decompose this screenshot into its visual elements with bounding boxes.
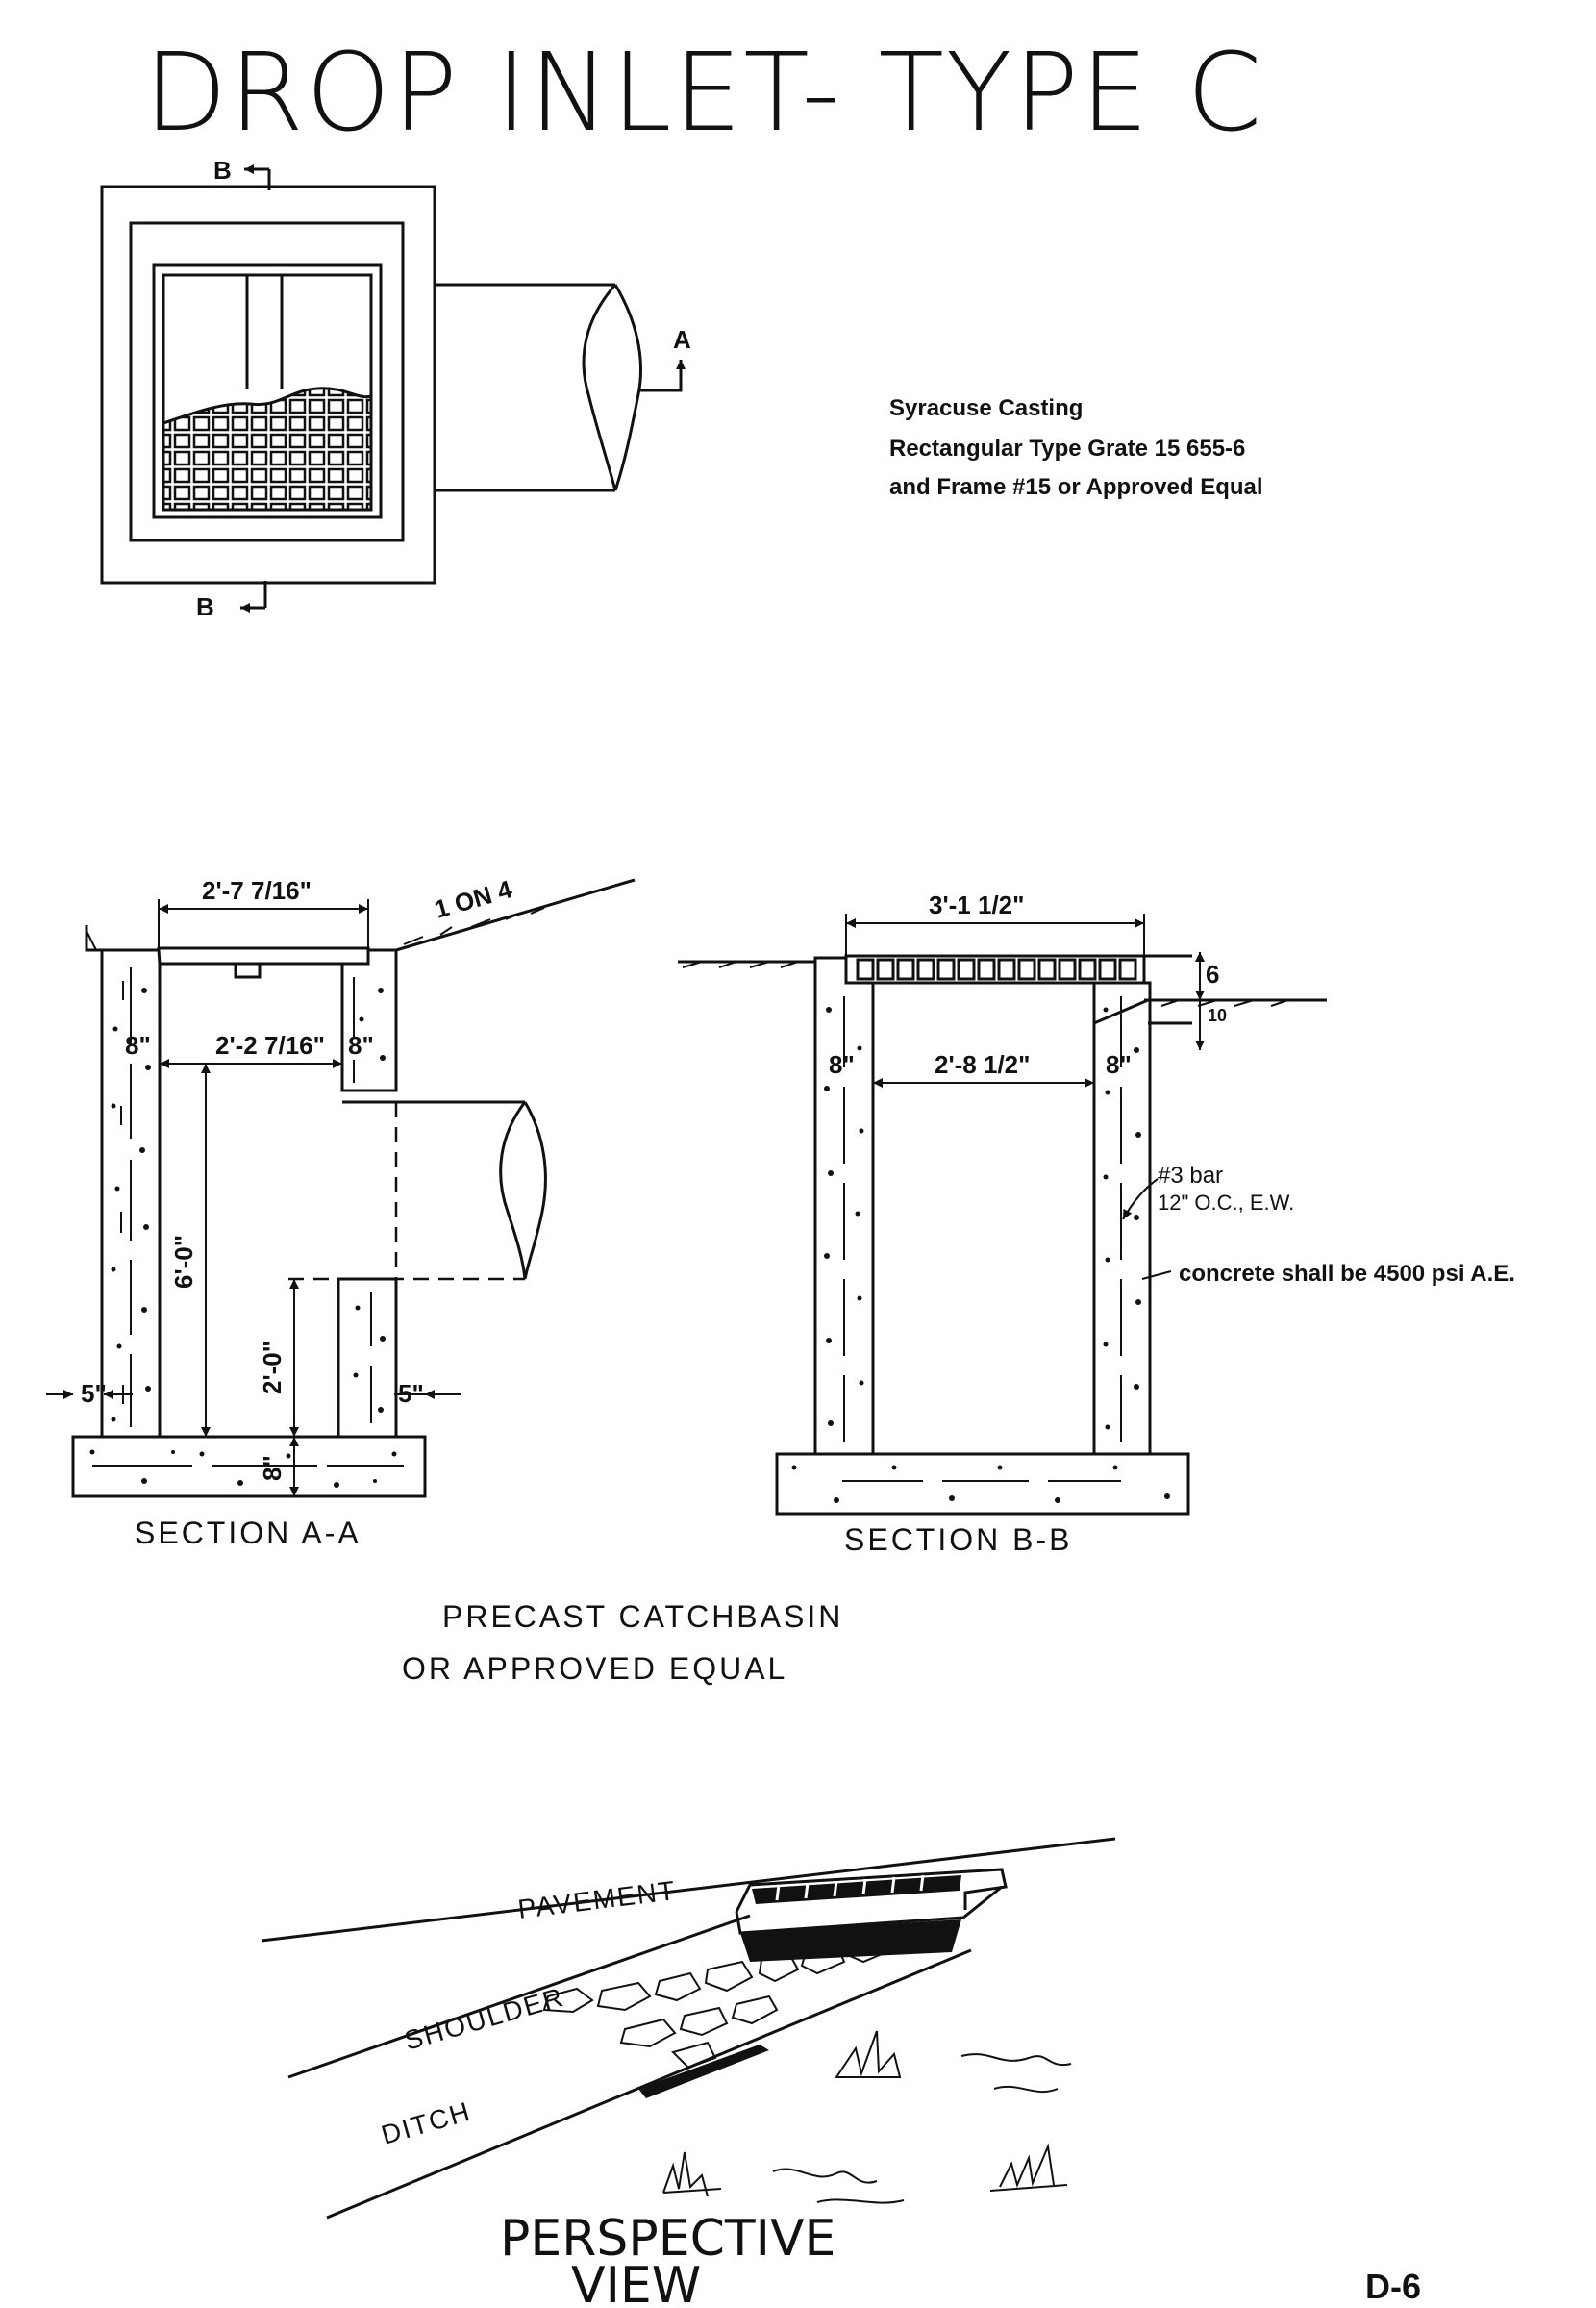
plan-view: B B A (100, 156, 691, 621)
caption-perspective-line2: VIEW (571, 2257, 701, 2308)
caption-section-aa: SECTION A-A (135, 1516, 362, 1550)
right-wall-upper (340, 948, 398, 1092)
catchbasin-note-line2: OR APPROVED EQUAL (402, 1651, 787, 1686)
bb-ground-offset: 10 (1208, 1006, 1227, 1025)
bb-base-slab (775, 1452, 1190, 1516)
bb-rebar-note-line2: 12" O.C., E.W. (1158, 1191, 1294, 1215)
casting-note-line2: Rectangular Type Grate 15 655-6 (889, 436, 1245, 462)
label-ditch: DITCH (378, 2096, 474, 2150)
grate-grid (163, 367, 371, 510)
page-title: DROP INLET- TYPE C (144, 31, 1263, 156)
bb-wall-left: 8" (829, 1050, 855, 1079)
casting-note-line1: Syracuse Casting (889, 395, 1083, 421)
casting-note-line3: and Frame #15 or Approved Equal (889, 474, 1263, 500)
aa-base: 8" (258, 1455, 287, 1481)
bb-wall-right: 8" (1106, 1050, 1132, 1079)
perspective-view (261, 1837, 1116, 2220)
bb-rebar-note-line1: #3 bar (1158, 1163, 1223, 1189)
label-pavement: PAVEMENT (516, 1875, 678, 1924)
bb-dim-top: 3'-1 1/2" (929, 891, 1024, 919)
aa-height: 6'-0" (169, 1235, 198, 1289)
page-number: D-6 (1365, 2267, 1421, 2306)
section-mark-b-bottom: B (196, 592, 214, 621)
label-shoulder: SHOULDER (401, 1982, 567, 2056)
section-mark-a: A (673, 325, 691, 354)
right-wall-lower (337, 1277, 398, 1439)
bb-grate-depth: 6 (1206, 960, 1219, 989)
aa-dim-inner: 2'-2 7/16" (215, 1031, 325, 1060)
aa-footing-left: 5" (81, 1379, 107, 1408)
section-aa: 2'-7 7/16" 2'-2 7/16" 8" 8" 1 ON 4 6'-0"… (46, 874, 636, 1498)
bb-concrete-note: concrete shall be 4500 psi A.E. (1179, 1261, 1515, 1287)
catchbasin-note-line1: PRECAST CATCHBASIN (442, 1599, 843, 1634)
section-bb: 6 10 3'-1 1/2" 2'-8 1/2" 8" 8" (678, 891, 1515, 1516)
caption-perspective-line1: PERSPECTIVE (500, 2210, 835, 2268)
aa-wall-left: 8" (125, 1031, 151, 1060)
bb-dim-inner: 2'-8 1/2" (935, 1050, 1030, 1079)
section-mark-b-top: B (213, 156, 232, 185)
caption-section-bb: SECTION B-B (844, 1522, 1072, 1557)
aa-wall-right: 8" (348, 1031, 374, 1060)
aa-dim-top: 2'-7 7/16" (202, 876, 312, 905)
aa-slope: 1 ON 4 (431, 874, 515, 924)
aa-footing-right: 5" (398, 1379, 424, 1408)
aa-pipe-height: 2'-0" (258, 1341, 287, 1394)
